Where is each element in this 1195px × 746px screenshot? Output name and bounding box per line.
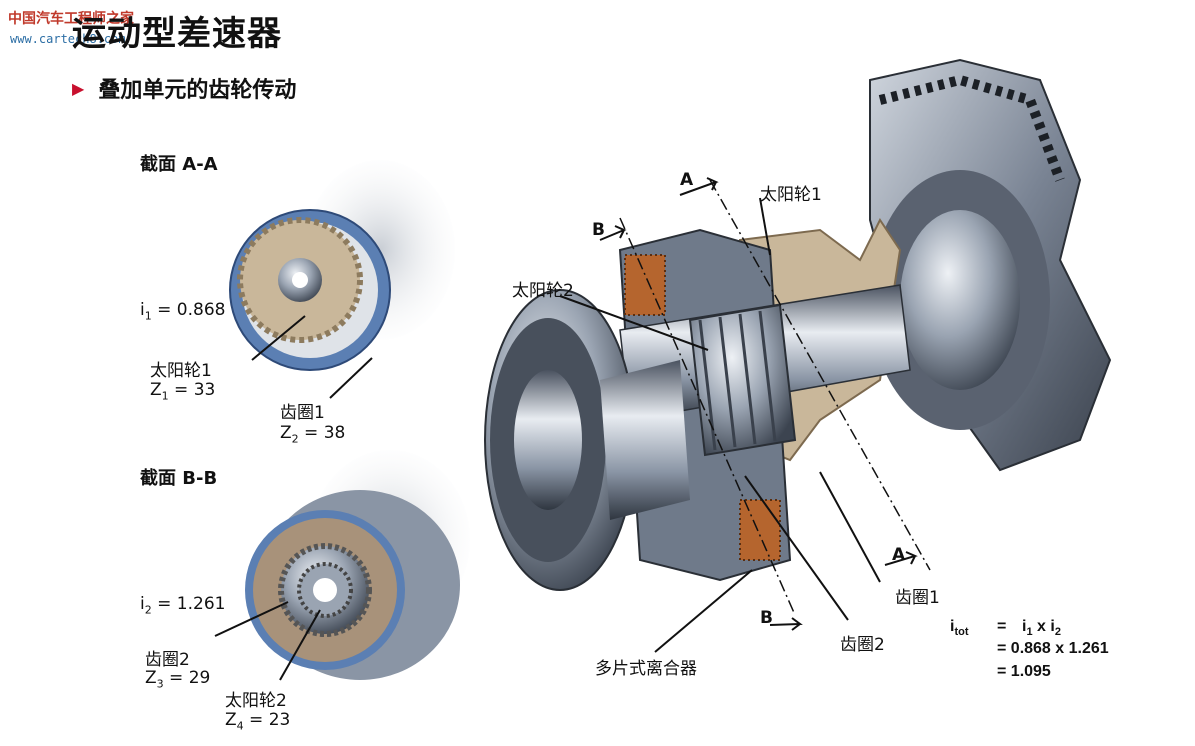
ratio-i2-sub: 2 <box>144 603 152 617</box>
watermark-url: www.cartech8.com <box>10 32 126 46</box>
section-a-marker-top: A <box>680 170 694 190</box>
section-line-a <box>709 179 931 571</box>
section-bb-image <box>245 450 470 680</box>
arrow-a-bottom <box>884 551 918 566</box>
ratio-i2-value: = 1.261 <box>151 594 226 614</box>
teeth-z3-value: = 29 <box>163 668 211 688</box>
teeth-z4-sub: 4 <box>236 719 244 733</box>
leader-ring1-left <box>329 357 373 399</box>
helical-teeth <box>698 310 777 451</box>
teeth-z4: Z4 = 23 <box>225 710 290 732</box>
teeth-z2-sub: 2 <box>291 432 299 446</box>
bullet-heading: ▶ 叠加单元的齿轮传动 <box>72 72 296 104</box>
ratio-i1-sub: 1 <box>144 309 152 323</box>
section-a-marker-bottom: A <box>892 545 906 565</box>
differential-pinions <box>900 210 1020 390</box>
formula-result: = 1.095 <box>997 663 1051 680</box>
leader-sun1-right <box>759 197 771 256</box>
formula-lhs-symbol: i <box>950 618 955 635</box>
arrow-a-top <box>679 177 719 196</box>
crown-gear-teeth <box>878 74 1065 182</box>
formula-t2: i <box>1050 618 1055 635</box>
flange-neck <box>600 360 690 520</box>
watermark-text: 中国汽车工程师之家 <box>8 11 134 27</box>
sun-gear-1-bore <box>292 272 308 288</box>
leader-lines <box>214 197 881 681</box>
clutch-plates-bottom <box>739 499 781 561</box>
formula-eq: = <box>997 618 1007 635</box>
arrow-b-bottom <box>769 617 803 631</box>
ratio-i2: i2 = 1.261 <box>140 594 225 616</box>
helical-sun-gear-2 <box>688 303 797 457</box>
ratio-i1-value: = 0.868 <box>151 300 226 320</box>
ratio-i1: i1 = 0.868 <box>140 300 225 322</box>
teeth-z3: Z3 = 29 <box>145 668 210 690</box>
leader-sun1-left <box>251 315 306 361</box>
leader-ring2-left <box>214 601 289 637</box>
label-ring1-left: 齿圈1 <box>280 403 325 423</box>
formula-t2-sub: 2 <box>1054 626 1061 639</box>
formula-t1: i <box>1022 618 1027 635</box>
teeth-z2-symbol: Z <box>280 423 292 443</box>
label-clutch: 多片式离合器 <box>595 659 697 679</box>
leader-ring1-right <box>819 471 881 583</box>
sun-gear-2-bore <box>313 578 337 602</box>
formula-line2: = 0.868 x 1.261 <box>997 640 1109 657</box>
leader-clutch <box>654 569 753 653</box>
teeth-z3-symbol: Z <box>145 668 157 688</box>
leader-sun2-left <box>279 609 321 681</box>
teeth-z2: Z2 = 38 <box>280 423 345 445</box>
section-bb-title: 截面 B-B <box>140 468 218 489</box>
formula-times: x <box>1032 618 1051 635</box>
formula-lhs-sub: tot <box>954 626 969 639</box>
bullet-triangle-icon: ▶ <box>72 79 85 98</box>
teeth-z1: Z1 = 33 <box>150 380 215 402</box>
leader-sun2-right <box>559 295 709 351</box>
formula-t1-sub: 1 <box>1026 626 1033 639</box>
section-aa-image <box>229 160 455 371</box>
teeth-z4-symbol: Z <box>225 710 237 730</box>
teeth-z4-value: = 23 <box>243 710 291 730</box>
teeth-z1-sub: 1 <box>161 389 169 403</box>
arrow-b-top <box>599 225 627 241</box>
label-ring2-right: 齿圈2 <box>840 635 885 655</box>
ratio-i2-symbol: i <box>140 594 145 614</box>
ratio-i1-symbol: i <box>140 300 145 320</box>
page-title: 运动型差速器 <box>72 14 282 54</box>
bullet-heading-text: 叠加单元的齿轮传动 <box>98 78 297 103</box>
label-ring1-right: 齿圈1 <box>895 588 940 608</box>
label-sun1-right: 太阳轮1 <box>760 185 822 205</box>
section-b-marker-bottom: B <box>760 608 773 628</box>
section-aa-title: 截面 A-A <box>140 154 218 175</box>
label-sun2-right: 太阳轮2 <box>512 281 574 301</box>
teeth-z1-value: = 33 <box>168 380 216 400</box>
teeth-z3-sub: 3 <box>156 677 164 691</box>
formula-lhs: itot <box>950 618 969 638</box>
teeth-z1-symbol: Z <box>150 380 162 400</box>
label-sun2-left: 太阳轮2 <box>225 691 287 711</box>
label-ring2-left: 齿圈2 <box>145 650 190 670</box>
drive-flange-hub <box>514 370 582 510</box>
formula-product: i1 x i2 <box>1022 618 1061 638</box>
section-line-b <box>619 217 796 616</box>
label-sun1-left: 太阳轮1 <box>150 361 212 381</box>
teeth-z2-value: = 38 <box>298 423 346 443</box>
differential-cutaway <box>484 58 1112 631</box>
section-b-marker-top: B <box>592 220 605 240</box>
leader-ring2-right <box>744 475 849 621</box>
